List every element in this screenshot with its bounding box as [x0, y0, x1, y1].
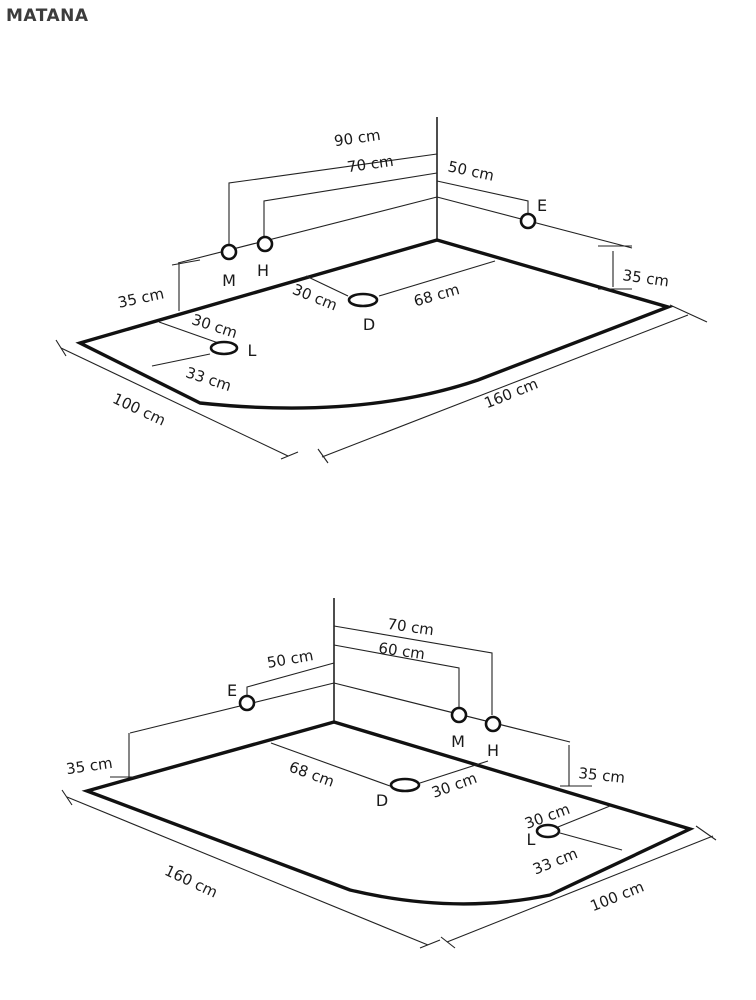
dim-label-mh-height: 35 cm	[578, 764, 626, 787]
tick-width-end	[280, 451, 299, 460]
dim-line-e	[246, 662, 335, 696]
point-label-e: E	[537, 196, 547, 215]
drain-point-marker	[389, 777, 421, 793]
drain-point-marker	[347, 292, 379, 308]
dim-label-length: 160 cm	[162, 861, 221, 901]
brand-title: MATANA	[6, 6, 89, 26]
dim-line-e	[436, 180, 529, 213]
dim-label-length: 160 cm	[482, 374, 541, 412]
dim-label-d-from-side: 68 cm	[287, 758, 337, 791]
hand-shower-point-marker	[256, 235, 274, 253]
dim-label-d-from-wall: 30 cm	[290, 280, 340, 314]
shower-tray-outline	[75, 238, 674, 410]
dim-label-l-offset: 33 cm	[184, 363, 234, 395]
tick-length-end	[669, 304, 708, 323]
dim-label-h-distance: 70 cm	[346, 152, 395, 176]
tick-length-start	[61, 789, 73, 806]
dim-label-e-height: 35 cm	[65, 754, 114, 778]
dim-label-d-from-side: 68 cm	[412, 280, 462, 310]
left-wall-line	[177, 196, 438, 264]
electric-point-marker	[238, 694, 256, 712]
point-label-d: D	[376, 791, 388, 810]
tick-width-start	[55, 339, 67, 357]
dim-line-m	[333, 644, 460, 707]
point-label-m: M	[222, 271, 236, 290]
point-label-l: L	[527, 830, 536, 849]
dim-line-width	[60, 347, 289, 457]
dim-line-h	[333, 625, 493, 715]
point-label-d: D	[363, 315, 375, 334]
dim-line-d-wall	[419, 760, 489, 784]
dim-line-length	[66, 796, 429, 946]
tick-length-end	[419, 939, 441, 949]
tick-mh-height-top	[171, 259, 201, 266]
dim-line-width	[446, 835, 714, 943]
dim-line-l-offset	[559, 832, 623, 851]
dim-label-e-height: 35 cm	[621, 266, 670, 290]
dim-line-h	[263, 172, 438, 236]
layout-bottom: 70 cm 60 cm 50 cm 35 cm 35 cm 68 cm 30 c…	[61, 598, 717, 949]
dim-label-mh-height: 35 cm	[116, 284, 165, 311]
dim-line-d-wall	[305, 275, 349, 297]
left-wall-line	[129, 682, 335, 734]
dim-line-length	[321, 314, 689, 458]
electric-point-marker	[519, 212, 537, 230]
dim-label-m-distance: 90 cm	[333, 126, 382, 150]
light-point-marker	[535, 823, 561, 839]
hand-shower-point-marker	[484, 715, 502, 733]
layout-top: 90 cm 70 cm 50 cm 35 cm 35 cm 30 cm 68 c…	[55, 117, 708, 464]
dim-label-l-offset: 33 cm	[530, 844, 580, 878]
mixer-point-marker	[450, 706, 468, 724]
dim-label-e-distance: 50 cm	[266, 646, 315, 672]
dim-line-m	[228, 153, 438, 245]
mixer-point-marker	[220, 243, 238, 261]
dim-line-d-side	[270, 742, 391, 787]
point-label-m: M	[451, 732, 465, 751]
point-label-h: H	[487, 741, 499, 760]
point-label-e: E	[227, 681, 237, 700]
dim-label-d-from-wall: 30 cm	[429, 769, 479, 802]
tick-length-start	[317, 448, 329, 464]
dim-label-width: 100 cm	[588, 877, 647, 915]
dim-label-l-from-wall: 30 cm	[190, 310, 240, 342]
dim-line-l-wall	[158, 321, 225, 346]
tick-width-start	[440, 936, 456, 949]
point-label-h: H	[257, 261, 269, 280]
dim-label-e-distance: 50 cm	[446, 157, 495, 184]
shower-tray-outline	[81, 720, 695, 906]
dim-line-l-wall	[552, 805, 611, 830]
dim-label-h-distance: 70 cm	[386, 615, 435, 639]
dim-label-m-distance: 60 cm	[377, 639, 426, 663]
light-point-marker	[209, 340, 239, 356]
dim-line-l-offset	[151, 353, 211, 367]
dim-line-d-side	[378, 260, 496, 297]
point-label-l: L	[248, 341, 257, 360]
tick-width-end	[695, 825, 717, 841]
